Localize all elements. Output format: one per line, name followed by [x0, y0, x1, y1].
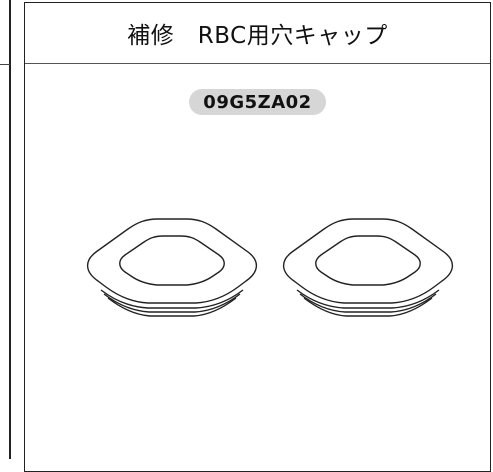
- adjacent-panel-edge: [0, 0, 14, 459]
- part-code-badge: 09G5ZA02: [189, 89, 326, 115]
- hole-cap-left: [86, 218, 258, 317]
- part-panel: 補修 RBC用穴キャップ: [24, 2, 491, 472]
- adjacent-panel-divider: [0, 64, 10, 65]
- hole-cap-right: [282, 218, 454, 317]
- panel-header: 補修 RBC用穴キャップ: [25, 3, 490, 64]
- adjacent-panel-border: [9, 0, 11, 459]
- part-code-row: 09G5ZA02: [24, 89, 491, 115]
- panel-title: 補修 RBC用穴キャップ: [127, 23, 388, 49]
- hole-cap-illustration: [86, 218, 454, 317]
